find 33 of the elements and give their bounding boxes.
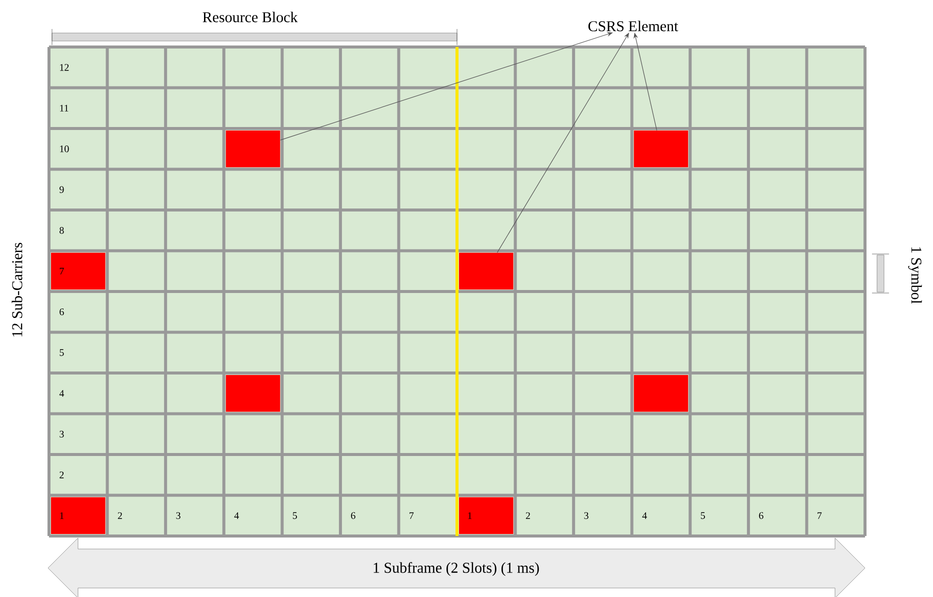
axis-label: 12 Sub-Carriers	[12, 242, 22, 336]
row-number: 7	[60, 268, 64, 274]
callout-text: CSRS Element	[588, 20, 678, 32]
row-number: 3	[60, 430, 64, 438]
column-number: 6	[351, 512, 356, 519]
column-number: 5	[700, 512, 705, 519]
axis-label: 1 Symbol	[908, 247, 922, 304]
column-number: 4	[234, 512, 239, 519]
column-number: 1	[60, 512, 64, 519]
column-number: 3	[176, 512, 180, 519]
row-number: 12	[60, 64, 69, 71]
column-number: 3	[584, 512, 588, 519]
highlighted-cell	[634, 130, 688, 168]
row-number: 10	[60, 146, 69, 152]
dimension-label: 1 Subframe (2 Slots) (1 ms)	[374, 562, 539, 576]
highlighted-cell	[226, 130, 280, 168]
row-number: 5	[60, 349, 64, 356]
title-text: Resource Block	[202, 12, 298, 22]
column-number: 6	[759, 512, 764, 519]
column-number: 1	[468, 512, 472, 519]
row-number: 8	[60, 227, 64, 234]
highlighted-cell	[459, 252, 514, 290]
column-number: 2	[118, 512, 122, 519]
column-number: 4	[642, 512, 647, 519]
column-number: 7	[410, 512, 414, 519]
row-number: 9	[60, 186, 64, 193]
row-number: 11	[60, 104, 68, 112]
column-number: 2	[526, 512, 530, 519]
column-number: 7	[818, 512, 822, 519]
column-number: 5	[292, 512, 297, 519]
row-number: 4	[59, 390, 64, 397]
row-number: 2	[60, 472, 64, 478]
row-number: 6	[60, 308, 64, 316]
